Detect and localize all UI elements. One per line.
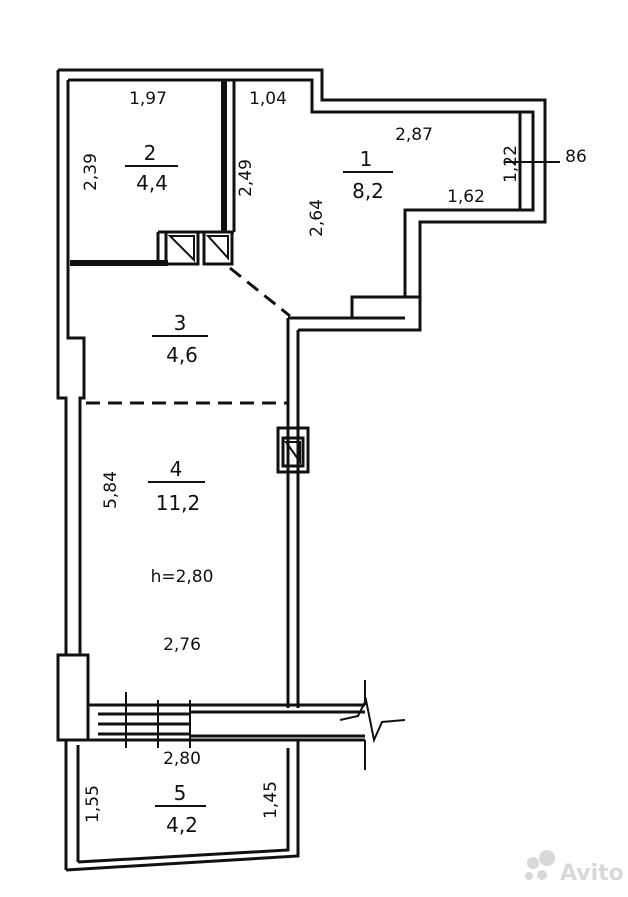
avito-logo-icon [525,850,555,880]
room-4-area: 11,2 [156,491,201,515]
room-5-area: 4,2 [166,813,198,837]
room-5-number: 5 [174,781,187,805]
dim-1-62: 1,62 [447,187,485,207]
dim-2-87: 2,87 [395,125,433,145]
dim-2-64: 2,64 [307,199,327,237]
room-3-area: 4,6 [166,343,198,367]
room-4-number: 4 [170,457,183,481]
dim-height: h=2,80 [151,567,214,587]
dimension-labels: 1,97 2,39 2,49 1,04 2,87 1,22 86 1,62 2,… [81,89,587,823]
inner-walls [70,80,560,708]
dim-2-76: 2,76 [163,635,201,655]
room-4: 4 11,2 [148,457,205,515]
room-2: 2 4,4 [125,141,178,195]
room-2-area: 4,4 [136,171,168,195]
dim-2-80: 2,80 [163,749,201,769]
outer-walls [56,68,547,872]
room-2-number: 2 [144,141,157,165]
dim-1-55: 1,55 [83,785,103,823]
dim-2-49: 2,49 [236,159,256,197]
dim-1-97: 1,97 [129,89,167,109]
watermark-text: Avito [560,861,624,886]
balcony-wall [88,680,406,770]
room-1: 1 8,2 [343,147,393,203]
room-1-area: 8,2 [352,179,384,203]
dim-5-84: 5,84 [101,471,121,509]
dim-1-04: 1,04 [249,89,287,109]
dim-86: 86 [565,147,587,167]
avito-watermark: Avito [525,850,624,886]
room-1-number: 1 [360,147,373,171]
dim-1-22: 1,22 [501,145,521,183]
room-5: 5 4,2 [155,781,206,837]
room-3-number: 3 [174,311,187,335]
dim-2-39: 2,39 [81,153,101,191]
dim-1-45: 1,45 [261,781,281,819]
room-3: 3 4,6 [152,311,208,367]
